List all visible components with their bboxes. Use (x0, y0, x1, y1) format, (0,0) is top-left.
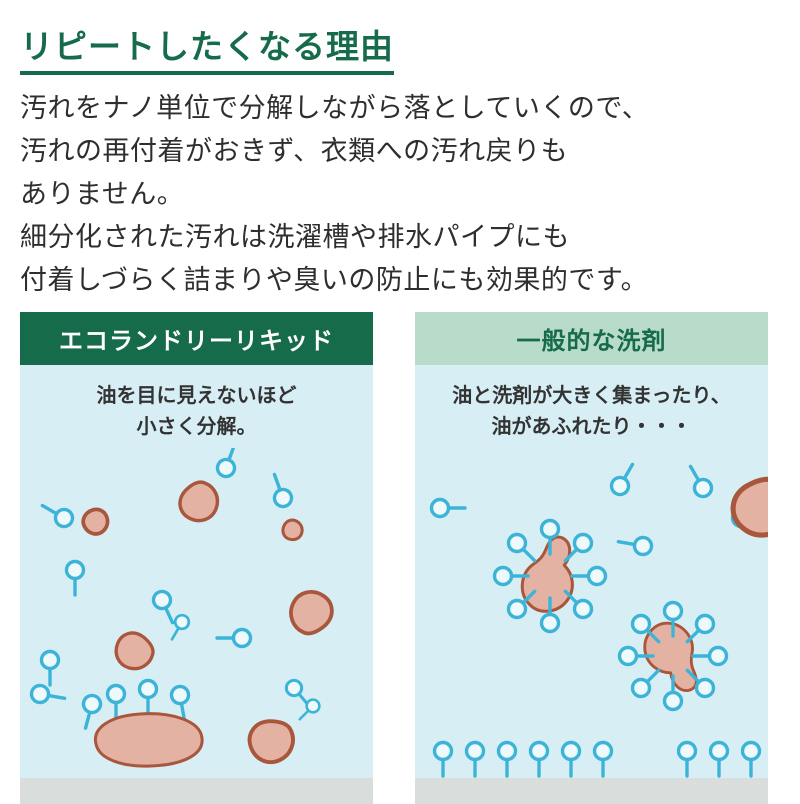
surfactant-icon (560, 740, 582, 778)
surfactant-icon (429, 497, 467, 519)
panel-general-caption: 油と洗剤が大きく集まったり、 油があふれたり・・・ (415, 365, 768, 448)
oil-drop-icon (111, 628, 158, 674)
paragraph-line: ありません。 (20, 179, 185, 210)
surfactant-icon (75, 691, 105, 733)
paragraph-line: 汚れをナノ単位で分解しながら落としていくので、 (20, 93, 650, 124)
surfactant-icon (606, 458, 642, 500)
surfactant-icon (496, 740, 518, 778)
oil-drop-icon (283, 584, 339, 642)
panel-eco: エコランドリーリキッド 油を目に見えないほど 小さく分解。 (20, 312, 373, 804)
surfactant-icon (592, 740, 614, 778)
intro-paragraph: 汚れをナノ単位で分解しながら落としていくので、 汚れの再付着がおきず、衣類への汚… (20, 87, 782, 302)
surfactant-icon (39, 649, 61, 687)
oil-drop-large-icon (93, 712, 204, 768)
paragraph-line: 付着しづらく詰まりや臭いの防止にも効果的です。 (20, 265, 649, 296)
paragraph-line: 汚れの再付着がおきず、衣類への汚れ戻りも (20, 136, 569, 167)
surfactant-icon (464, 740, 486, 778)
oil-drop-icon (281, 518, 304, 542)
panel-general-header: 一般的な洗剤 (415, 312, 768, 365)
oil-drop-icon (76, 502, 115, 541)
paragraph-line: 細分化された汚れは洗濯槽や排水パイプにも (20, 222, 570, 253)
surfactant-icon (679, 610, 719, 650)
caption-line: 油を目に見えないほど (96, 383, 297, 407)
surfactant-icon (615, 531, 655, 558)
oil-drop-icon (240, 709, 304, 772)
surfactant-icon (676, 740, 698, 778)
caption-line: 油があふれたり・・・ (491, 414, 692, 438)
surfactant-icon (432, 740, 454, 778)
surfactant-icon (137, 678, 159, 716)
surfactant-icon (264, 469, 296, 511)
micelle-cluster (492, 518, 608, 634)
oil-drop-icon (724, 468, 768, 545)
surfactant-icon (627, 662, 667, 702)
panel-general: 一般的な洗剤 油と洗剤が大きく集まったり、 油があふれたり・・・ (415, 312, 768, 804)
settled-surfactant-row (432, 740, 762, 778)
comparison-panels: エコランドリーリキッド 油を目に見えないほど 小さく分解。 (20, 312, 782, 804)
surfactant-icon (708, 740, 730, 778)
page-title: リピートしたくなる理由 (20, 20, 394, 75)
panel-eco-header: エコランドリーリキッド (20, 312, 373, 365)
panel-eco-caption: 油を目に見えないほど 小さく分解。 (20, 365, 373, 448)
surfactant-icon (503, 529, 543, 569)
micelle-cluster (617, 600, 729, 712)
caption-line: 油と洗剤が大きく集まったり、 (452, 383, 731, 407)
sediment-strip (415, 778, 768, 804)
oil-drop-icon (174, 476, 224, 527)
surfactant-icon (681, 460, 717, 502)
surfactant-icon (213, 448, 245, 481)
surfactant-icon (36, 496, 78, 532)
surfactant-icon (105, 683, 127, 721)
surfactant-icon (570, 565, 608, 587)
surfactant-icon (215, 627, 253, 649)
panel-eco-body: 油を目に見えないほど 小さく分解。 (20, 365, 373, 804)
panel-general-body: 油と洗剤が大きく集まったり、 油があふれたり・・・ (415, 365, 768, 804)
surfactant-icon (691, 645, 729, 667)
eco-illustration (28, 448, 339, 772)
sediment-strip (20, 778, 373, 804)
surfactant-icon (528, 740, 550, 778)
general-illustration (429, 458, 768, 778)
surfactant-icon (740, 740, 762, 778)
surfactant-icon (293, 695, 324, 726)
surfactant-icon (28, 682, 68, 709)
caption-line: 小さく分解。 (136, 414, 257, 438)
surfactant-icon (64, 559, 86, 597)
